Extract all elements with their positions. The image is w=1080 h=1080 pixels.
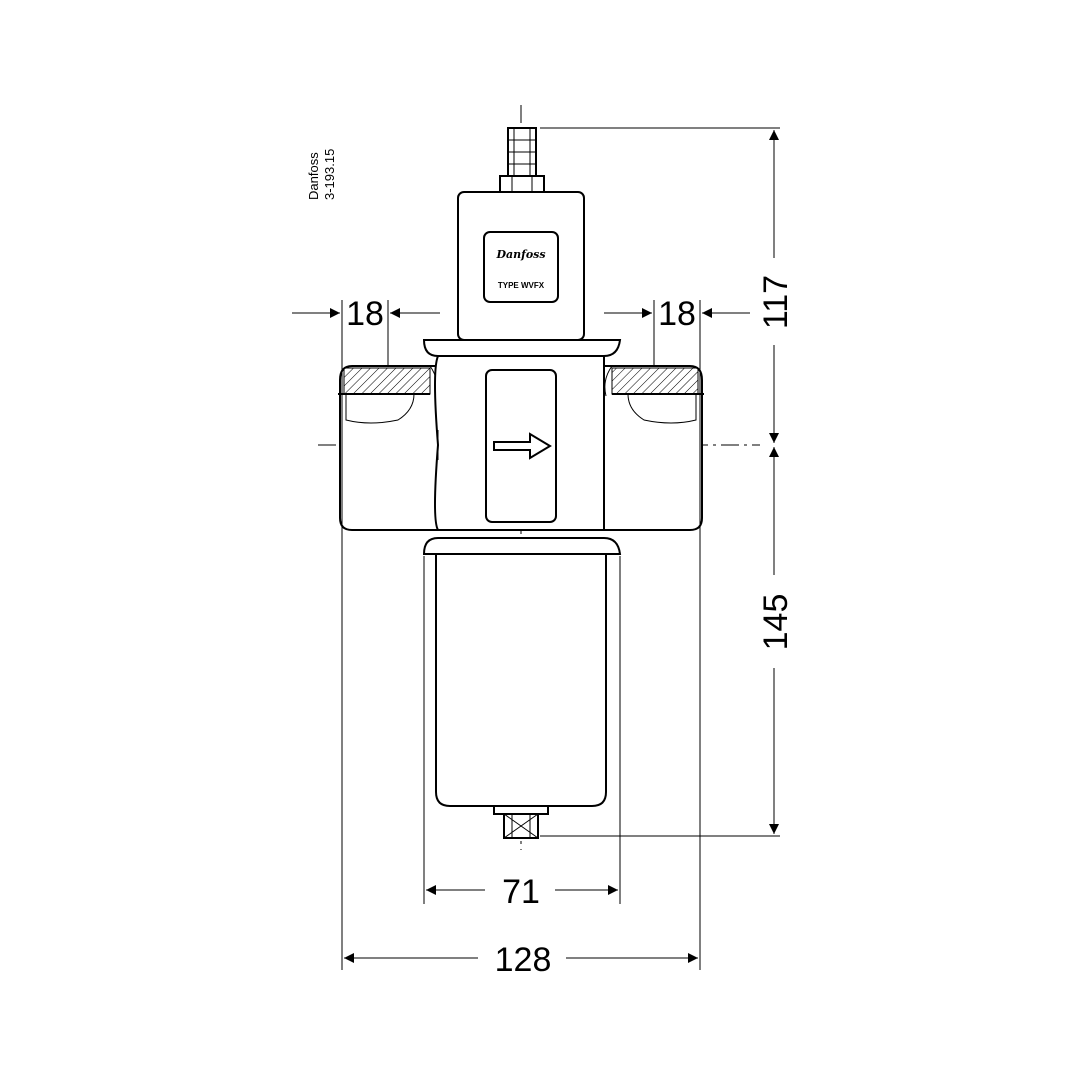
dimension-right-port-value: 18: [658, 295, 696, 333]
dimension-left-port-value: 18: [346, 295, 384, 333]
nameplate: Danfoss TYPE WVFX: [483, 231, 559, 303]
dimension-left-port: 18: [292, 295, 440, 333]
adjusting-spindle: [499, 127, 545, 193]
bottom-plug: [493, 805, 549, 839]
nameplate-type: TYPE WVFX: [498, 281, 545, 290]
title-brand: Danfoss: [306, 152, 321, 200]
left-port: [338, 365, 439, 531]
right-port: [603, 365, 704, 531]
dimension-overall-width-value: 128: [495, 941, 552, 979]
lower-flange: [422, 537, 622, 555]
dimension-body-width-value: 71: [502, 873, 540, 911]
dimension-right-port: 18: [604, 295, 750, 333]
lower-cylinder: [435, 553, 607, 807]
flow-direction-arrow-icon: [493, 432, 552, 460]
sight-window: [485, 369, 557, 523]
title-block: Danfoss 3-193.15: [306, 149, 337, 200]
upper-flange: [422, 339, 622, 357]
dimension-upper-height: 117: [757, 130, 795, 443]
dimension-body-width: 71: [426, 873, 618, 911]
dimension-lower-height-value: 145: [757, 594, 795, 651]
title-drawing-number: 3-193.15: [322, 149, 337, 200]
dimension-lower-height: 145: [757, 447, 795, 834]
extension-lines: [341, 127, 780, 970]
dimension-upper-height-value: 117: [757, 275, 795, 329]
dimension-overall-width: 128: [344, 941, 698, 979]
nameplate-logo: Danfoss: [495, 248, 545, 261]
